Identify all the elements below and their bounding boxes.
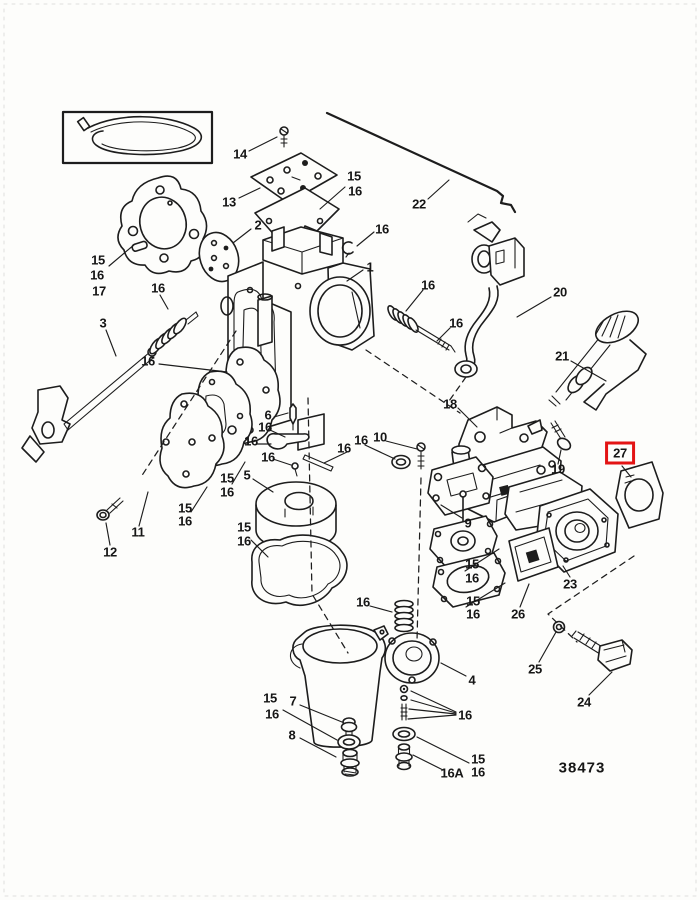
jet-washer-15-16: [392, 726, 416, 742]
part-label-16: 16: [151, 280, 165, 296]
part-label-15: 15: [91, 252, 105, 268]
screw-12: [96, 497, 124, 521]
part-label-23: 23: [563, 576, 577, 592]
float-bowl: [289, 624, 389, 748]
part-label-3: 3: [99, 315, 107, 331]
part-label-5: 5: [243, 467, 251, 483]
drain-plug-8: [340, 748, 360, 777]
part-label-15: 15: [237, 519, 251, 535]
float-pin-16: [302, 454, 334, 472]
diaphragm-cover-11: [159, 392, 225, 489]
part-label-9: 9: [464, 515, 472, 531]
part-label-12: 12: [103, 544, 117, 560]
part-label-15: 15: [220, 470, 234, 486]
plate-26: [508, 527, 559, 582]
part-label-15: 15: [471, 751, 485, 767]
part-label-16: 16: [466, 606, 480, 622]
part-label-15: 15: [263, 690, 277, 706]
drawing-number: 38473: [558, 759, 606, 777]
part-label-16: 16: [178, 513, 192, 529]
part-label-4: 4: [468, 672, 476, 688]
idle-shaft-21: [548, 310, 647, 411]
part-label-2: 2: [254, 217, 262, 233]
alignment-lines: [140, 330, 635, 654]
part-label-14: 14: [233, 146, 247, 162]
clip-16: [341, 241, 354, 258]
plate-13: [250, 152, 338, 204]
part-label-16: 16: [244, 433, 258, 449]
part-label-16: 16: [141, 353, 155, 369]
pump-cover-4: [384, 632, 440, 684]
part-label-16: 16: [375, 221, 389, 237]
screw-19: [527, 419, 572, 451]
link-rod-22: [325, 111, 517, 214]
leader-lines: [105, 136, 632, 771]
plate-2: [198, 231, 240, 283]
part-label-15: 15: [465, 556, 479, 572]
part-label-19: 19: [551, 461, 565, 477]
part-label-16: 16: [354, 432, 368, 448]
part-label-10: 10: [373, 429, 387, 445]
cam-lever-20: [454, 213, 525, 378]
part-label-15: 15: [466, 593, 480, 609]
float-5: [255, 481, 337, 551]
part-label-6: 6: [264, 407, 272, 423]
choke-spring-16: [149, 311, 199, 355]
part-label-16: 16: [265, 706, 279, 722]
gasket-27: [615, 461, 664, 529]
highlighted-part-label-27: 27: [605, 441, 635, 465]
jet-plug-16A: [395, 743, 413, 771]
part-label-16: 16: [348, 183, 362, 199]
part-label-25: 25: [528, 661, 542, 677]
needle-16: [415, 325, 456, 353]
inset-cable-box: [61, 110, 214, 165]
part-label-16: 16: [449, 315, 463, 331]
part-label-16: 16: [337, 440, 351, 456]
part-label-16: 16: [471, 764, 485, 780]
screw-14: [279, 126, 289, 148]
part-label-16: 16: [356, 594, 370, 610]
check-valve-spring-16: [394, 599, 414, 633]
idle-spring-16: [387, 305, 419, 333]
part-label-24: 24: [577, 694, 591, 710]
part-label-20: 20: [553, 284, 567, 300]
washer-16: [391, 454, 411, 470]
part-label-13: 13: [222, 194, 236, 210]
inlet-needle-6: [289, 403, 297, 431]
part-label-15: 15: [178, 500, 192, 516]
part-label-16: 16: [258, 419, 272, 435]
bracket-18: [458, 406, 548, 478]
part-label-16: 16: [421, 277, 435, 293]
part-label-17: 17: [92, 283, 106, 299]
part-label-7: 7: [289, 693, 297, 709]
part-label-16: 16: [458, 707, 472, 723]
part-label-15: 15: [347, 168, 361, 184]
page-edge: [3, 3, 697, 897]
part-label-16A: 16A: [440, 765, 464, 781]
part-label-22: 22: [412, 196, 426, 212]
mount-gasket-15-16-17: [117, 175, 208, 275]
part-label-18: 18: [443, 396, 457, 412]
part-label-16: 16: [237, 533, 251, 549]
part-label-16: 16: [465, 570, 479, 586]
pump-body-9: [427, 445, 494, 516]
bowl-gasket-15-16: [251, 534, 348, 606]
screw-10: [416, 442, 426, 470]
part-label-1: 1: [366, 259, 374, 275]
part-label-21: 21: [555, 348, 569, 364]
part-label-16: 16: [90, 267, 104, 283]
tiny-screw-16: [291, 462, 299, 477]
part-label-16: 16: [261, 449, 275, 465]
part-label-26: 26: [511, 606, 525, 622]
part-label-11: 11: [131, 524, 145, 540]
part-label-16: 16: [220, 484, 234, 500]
idle-screw-24: [571, 630, 633, 672]
part-label-8: 8: [288, 727, 296, 743]
jet-parts-16: [399, 684, 409, 721]
